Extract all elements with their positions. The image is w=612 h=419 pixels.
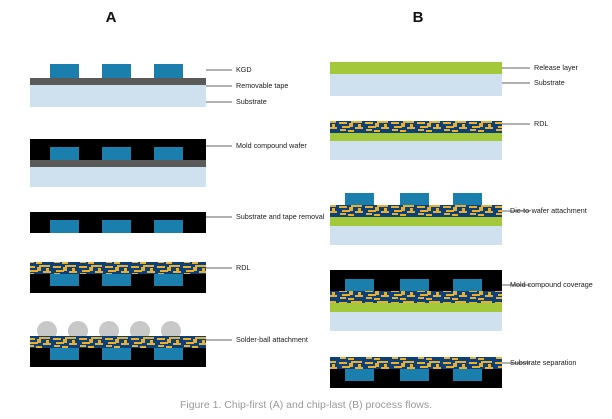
label-removable-tape: Removable tape <box>236 81 288 90</box>
die <box>50 348 79 360</box>
die <box>345 369 374 381</box>
label-mold-compound-wafer: Mold compound wafer <box>236 141 307 150</box>
die <box>50 64 79 78</box>
label-substrate-b: Substrate <box>534 78 565 87</box>
removable-tape-layer <box>30 78 206 85</box>
die <box>154 274 183 286</box>
substrate-layer <box>330 226 502 245</box>
die <box>50 274 79 286</box>
die <box>102 348 131 360</box>
release-layer <box>330 62 502 74</box>
die <box>154 64 183 78</box>
die <box>453 369 482 381</box>
rdl-layer <box>330 205 502 217</box>
flow-b-title: B <box>413 9 424 26</box>
flow-a-title: A <box>106 9 117 26</box>
label-substrate-tape-removal: Substrate and tape removal <box>236 212 325 221</box>
die <box>345 193 374 205</box>
substrate-layer <box>330 141 502 160</box>
figure-caption: Figure 1. Chip-first (A) and chip-last (… <box>180 399 432 411</box>
die <box>102 274 131 286</box>
die <box>102 147 131 160</box>
substrate-layer <box>330 74 502 96</box>
flow-a-step-1-stack <box>30 64 206 107</box>
die <box>400 279 429 291</box>
flow-b-step-5-stack <box>330 357 502 388</box>
release-layer <box>330 133 502 141</box>
die <box>154 147 183 160</box>
flow-a-step-2-stack <box>30 139 206 187</box>
die <box>345 279 374 291</box>
label-die-to-wafer-attachment: Die-to-wafer attachment <box>510 206 587 215</box>
label-release-layer: Release layer <box>534 63 579 72</box>
rdl-layer <box>30 262 206 274</box>
substrate-layer <box>330 312 502 331</box>
label-rdl-b: RDL <box>534 119 548 128</box>
label-substrate-separation: Substrate separation <box>510 358 576 367</box>
label-solder-ball-attachment: Solder-ball attachment <box>236 335 308 344</box>
label-mold-compound-coverage: Mold compound coverage <box>510 280 593 289</box>
label-rdl-a: RDL <box>236 263 250 272</box>
die <box>154 220 183 233</box>
flow-b-step-1-stack <box>330 62 502 96</box>
die <box>453 193 482 205</box>
rdl-layer <box>30 336 206 348</box>
die <box>50 147 79 160</box>
removable-tape-layer <box>30 160 206 167</box>
die <box>400 369 429 381</box>
die <box>154 348 183 360</box>
rdl-layer <box>330 121 502 133</box>
die <box>453 279 482 291</box>
substrate-layer <box>30 85 206 107</box>
rdl-layer <box>330 357 502 369</box>
label-kgd: KGD <box>236 65 252 74</box>
flow-a-step-4-stack <box>30 262 206 293</box>
die <box>50 220 79 233</box>
flow-b-step-2-stack <box>330 121 502 160</box>
flow-b-step-4-stack <box>330 270 502 331</box>
release-layer <box>330 217 502 226</box>
flow-a-step-3-stack <box>30 212 206 233</box>
flow-a-step-5-stack <box>30 321 206 367</box>
die <box>102 220 131 233</box>
label-substrate: Substrate <box>236 97 267 106</box>
die <box>400 193 429 205</box>
release-layer <box>330 303 502 312</box>
substrate-layer <box>30 167 206 187</box>
flow-b-step-3-stack <box>330 193 502 245</box>
die <box>102 64 131 78</box>
rdl-layer <box>330 291 502 303</box>
